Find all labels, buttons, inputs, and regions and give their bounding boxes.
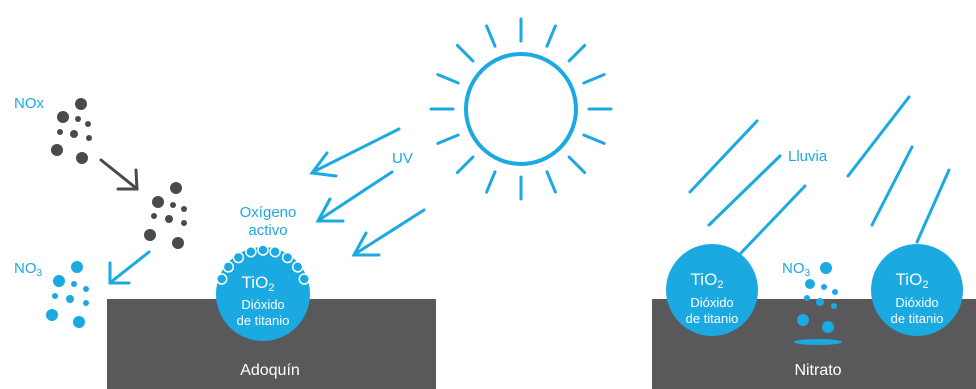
- oxygen-bubble: [223, 262, 233, 272]
- no3-label-right: NO3: [782, 260, 811, 279]
- slab-right-label: Nitrato: [794, 362, 841, 379]
- sun-ray: [487, 26, 495, 46]
- intermediate-molecule-icon: [144, 182, 187, 249]
- tio2-right1-desc2: de titanio: [686, 311, 739, 326]
- sun-ray: [547, 26, 555, 46]
- oxygen-bubble: [258, 245, 268, 255]
- sun-ray: [457, 157, 473, 173]
- oxygen-bubble: [299, 274, 309, 284]
- sun-ray: [569, 45, 585, 61]
- tio2-left-desc1: Dióxido: [241, 297, 284, 312]
- nox-label: NOx: [14, 95, 45, 112]
- rain-lines-icon: [690, 97, 949, 254]
- oxygen-label-line2: activo: [248, 222, 287, 239]
- tio2-left-desc2: de titanio: [237, 313, 290, 328]
- sun-ray: [584, 135, 604, 143]
- oxygen-bubble: [283, 253, 293, 263]
- oxygen-bubble: [293, 262, 303, 272]
- sun-ray: [584, 75, 604, 83]
- uv-label: UV: [392, 150, 413, 167]
- sun-ray: [438, 135, 458, 143]
- tio2-particle-left: TiO2 Dióxido de titanio: [216, 245, 310, 341]
- arrow-icon-nox: [101, 160, 137, 189]
- uv-arrows-icon: [312, 129, 424, 255]
- tio2-particle-right-2: TiO2 Dióxido de titanio: [871, 244, 963, 336]
- tio2-right2-desc1: Dióxido: [895, 295, 938, 310]
- nox-molecule-icon: [51, 98, 92, 164]
- sun-icon: [431, 19, 611, 199]
- sun-ray: [547, 172, 555, 192]
- sun-ray: [487, 172, 495, 192]
- oxygen-bubble: [270, 247, 280, 257]
- sun-ray: [457, 45, 473, 61]
- tio2-particle-right-1: TiO2 Dióxido de titanio: [666, 244, 758, 336]
- no3-molecule-icon-left: [46, 261, 89, 328]
- sun-ray: [569, 157, 585, 173]
- tio2-right1-desc1: Dióxido: [690, 295, 733, 310]
- tio2-right2-desc2: de titanio: [891, 311, 944, 326]
- oxygen-bubble: [233, 253, 243, 263]
- slab-left-label: Adoquín: [240, 362, 300, 379]
- sun-ray: [438, 75, 458, 83]
- oxygen-bubble: [217, 274, 227, 284]
- rain-label: Lluvia: [788, 148, 828, 165]
- arrow-icon-no3: [110, 252, 149, 283]
- oxygen-bubble: [246, 247, 256, 257]
- oxygen-label-line1: Oxígeno: [240, 204, 297, 221]
- no3-label-left: NO3: [14, 260, 43, 279]
